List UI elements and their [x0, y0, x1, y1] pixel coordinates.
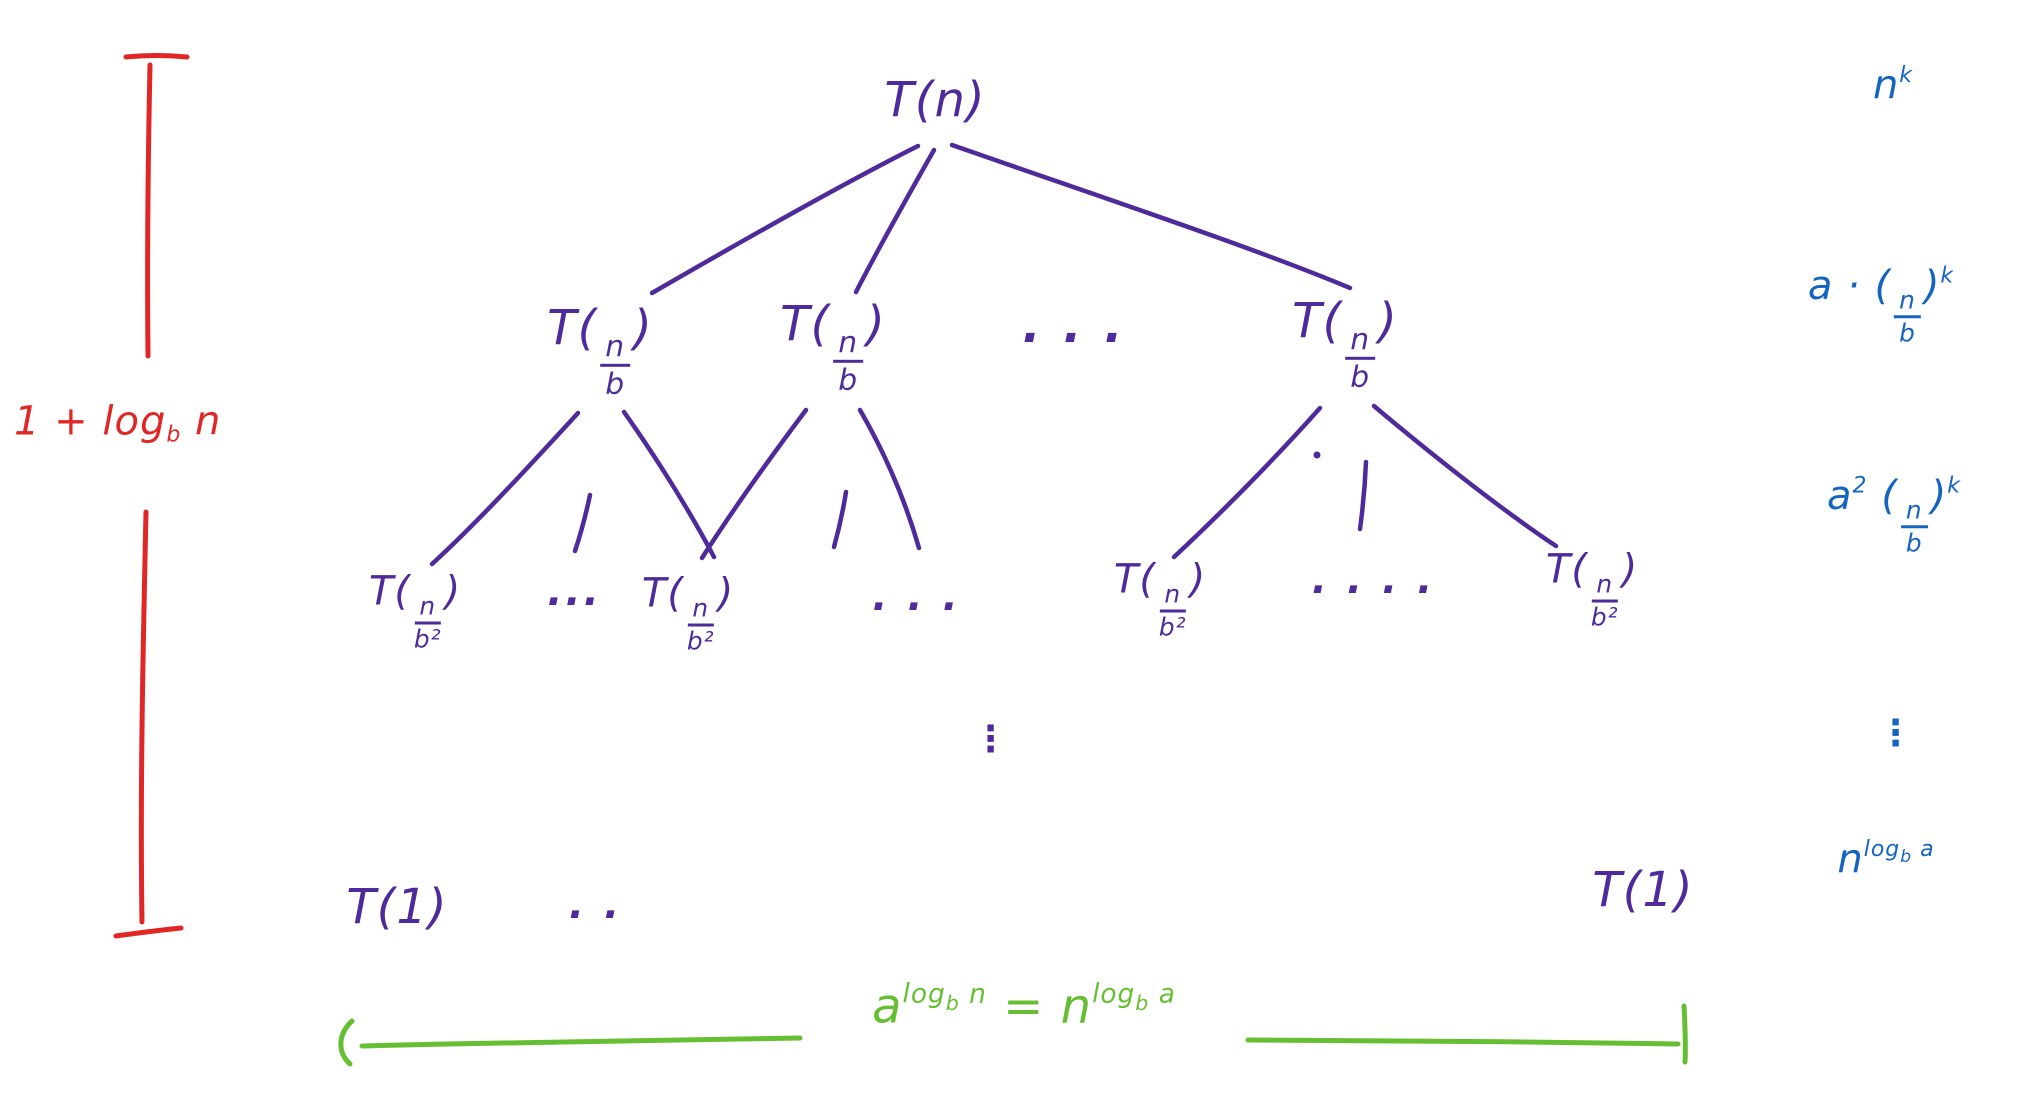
tree-edge: [429, 410, 581, 567]
tree-level2-ellipsis-1: ···: [545, 579, 601, 625]
depth-bracket: [113, 53, 190, 939]
leaf-bracket-end-tick: [1681, 1003, 1688, 1065]
leaf-bracket: [338, 1003, 1688, 1067]
tree-edge: [857, 407, 922, 551]
leaf-bracket-line-left: [359, 1035, 803, 1049]
tree-edge: [949, 142, 1353, 291]
tree-dot: [1313, 451, 1321, 459]
tree-edge: [1371, 403, 1559, 549]
depth-count-label: 1 + logb n: [14, 398, 222, 448]
depth-bracket-line-lower: [138, 509, 149, 925]
tree-leaf-ellipsis: · ·: [567, 892, 621, 938]
tree-edge: [1171, 405, 1323, 560]
tree-level2-ellipsis-2: · · ·: [870, 584, 960, 630]
tree-edges: [429, 142, 1559, 567]
level-cost-vertical-ellipsis: ⋮: [1877, 713, 1917, 754]
tree-level2-ellipsis-3: · · · ·: [1310, 567, 1434, 613]
level-cost-row-0: nk: [1872, 62, 1914, 109]
tree-leaf-node-right: T(1): [1592, 862, 1694, 918]
depth-bracket-bottom-tick: [113, 925, 184, 939]
level-cost-row-4: nlogb a: [1837, 836, 1935, 883]
tree-edge: [572, 492, 593, 554]
depth-bracket-top-tick: [123, 53, 190, 60]
tree-vertical-ellipsis: ⋮: [972, 719, 1012, 760]
tree-edge: [649, 143, 921, 296]
tree-edge: [831, 489, 849, 550]
tree-edge: [1357, 459, 1369, 532]
tree-edge: [699, 407, 809, 561]
leaf-count-label: alogb n = nlogb a: [872, 978, 1176, 1035]
tree-leaf-node-left: T(1): [346, 879, 448, 935]
tree-edge: [621, 409, 717, 560]
tree-edge: [853, 147, 937, 295]
leaf-bracket-open-paren: [338, 1018, 355, 1067]
tree-level1-ellipsis: · · ·: [1020, 310, 1124, 366]
tree-root-node: T(n): [884, 72, 986, 128]
leaf-bracket-line-right: [1245, 1037, 1681, 1047]
depth-bracket-line-upper: [145, 62, 153, 359]
